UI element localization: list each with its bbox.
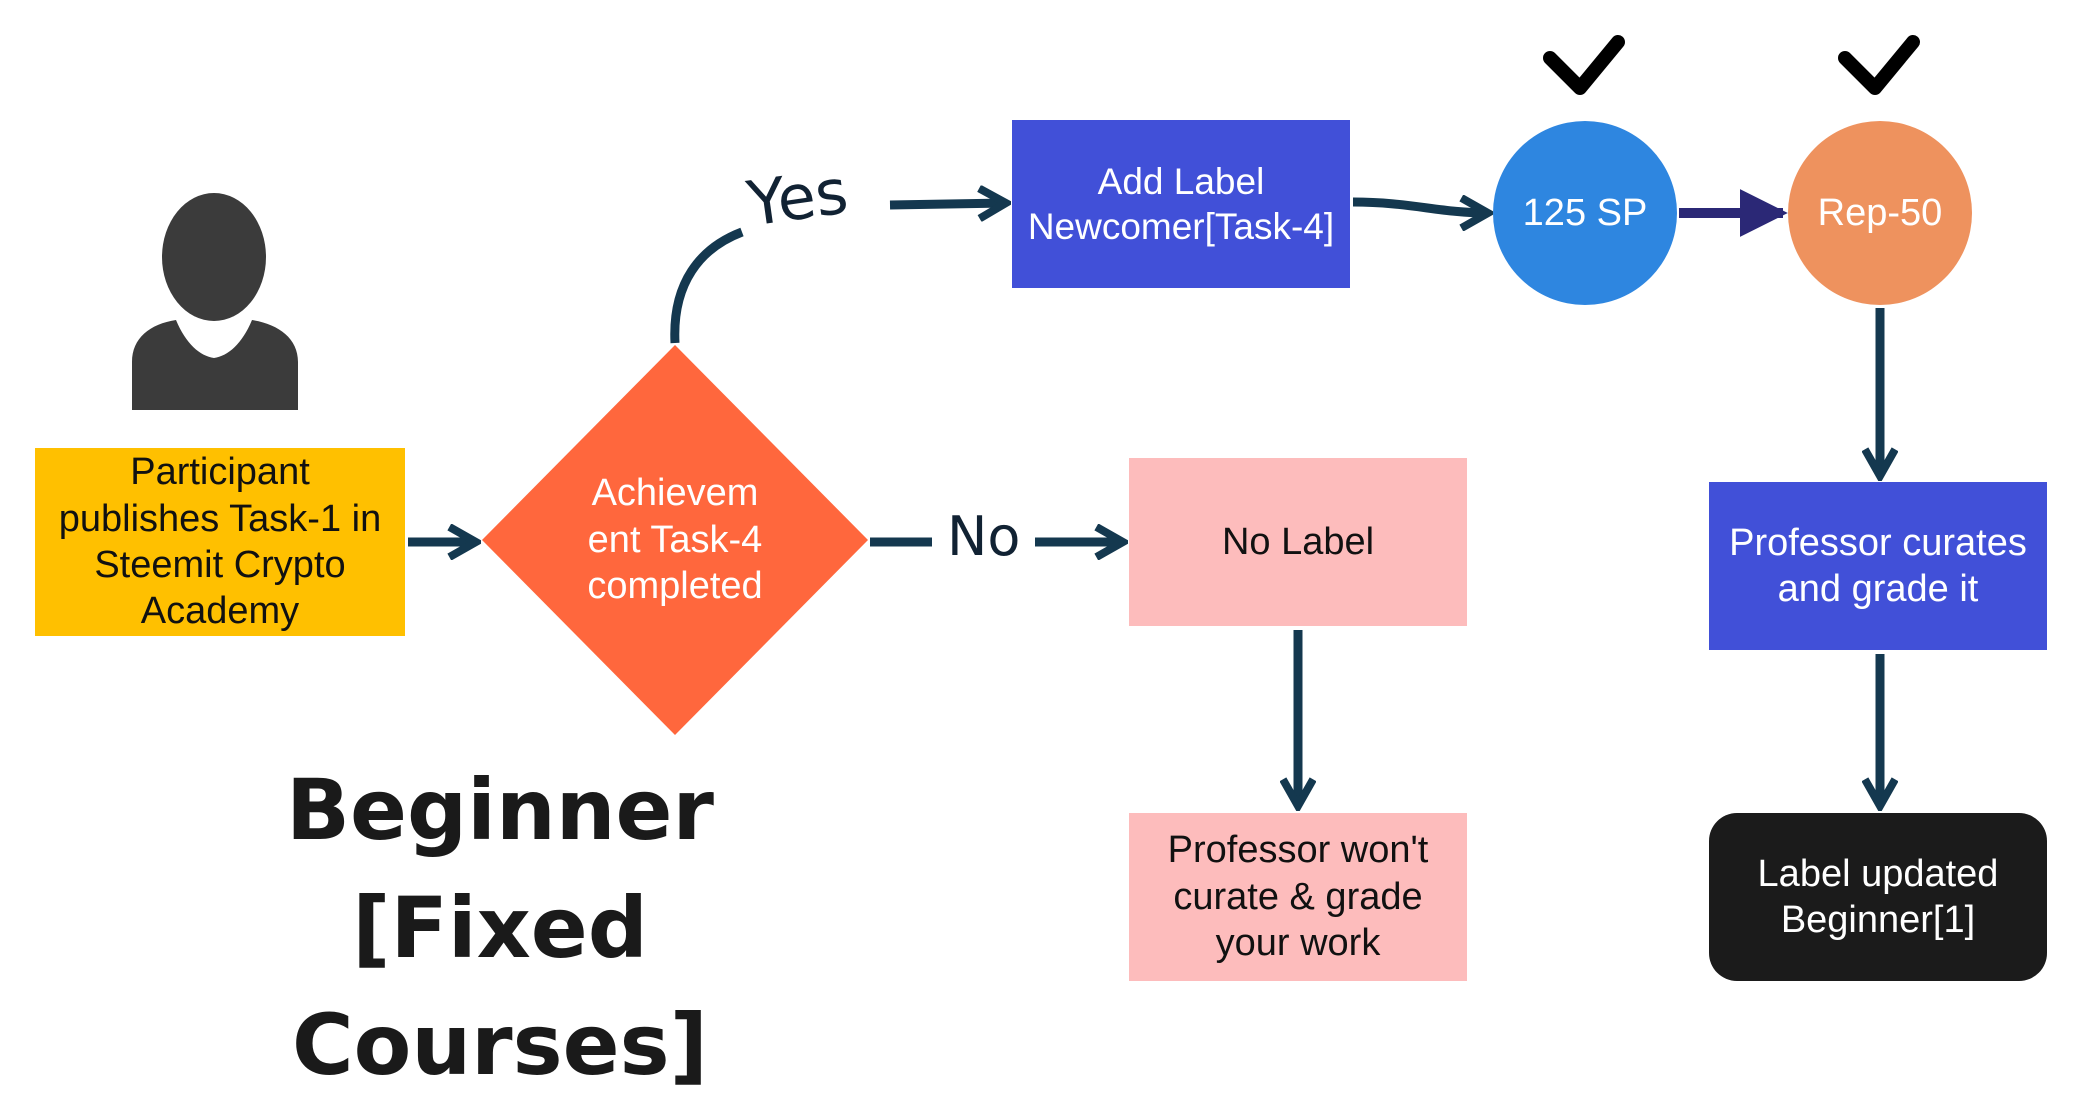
sp-node-label: 125 SP — [1522, 191, 1648, 234]
no-grade-line: curate & grade — [1173, 875, 1423, 918]
decision-diamond — [482, 345, 868, 735]
decision-line: completed — [587, 565, 763, 608]
participant-line: Participant — [130, 451, 310, 494]
participant-line: Academy — [140, 590, 300, 633]
decision-line: ent Task-4 — [587, 518, 763, 561]
title-line-2: [Fixed Courses] — [292, 878, 708, 1095]
participant-line: Steemit Crypto — [94, 544, 346, 586]
participant-box: Participant publishes Task-1 in Steemit … — [35, 448, 405, 636]
label-updated-line: Label updated — [1757, 852, 1999, 895]
add-label-line: Newcomer[Task-4] — [1027, 206, 1335, 247]
rep-circle — [1788, 121, 1972, 305]
arrows — [408, 202, 1880, 806]
no-label-box: No Label — [1129, 458, 1467, 626]
label-updated-line: Beginner[1] — [1780, 899, 1976, 941]
no-grade-line: Professor won't — [1167, 829, 1429, 872]
professor-grade-box: Professor curates and grade it — [1709, 482, 2047, 650]
no-grade-line: your work — [1215, 922, 1381, 965]
arrow-add-label-to-sp — [1352, 202, 1488, 213]
decision-line: Achievem — [591, 472, 759, 515]
no-edge-label: No — [947, 505, 1021, 568]
rep-node-label: Rep-50 — [1817, 191, 1943, 234]
no-grade-box: Professor won't curate & grade your work — [1129, 813, 1467, 981]
add-label-box: Add Label Newcomer[Task-4] — [1012, 120, 1350, 288]
arrow-yes-curve — [670, 227, 744, 344]
checkmark-icon — [1543, 35, 1625, 95]
title-line-1: Beginner — [286, 761, 714, 859]
sp-circle — [1493, 121, 1677, 305]
yes-edge-label: Yes — [742, 154, 853, 241]
participant-line: publishes Task-1 in — [58, 497, 382, 540]
add-label-line: Add Label — [1097, 160, 1265, 202]
label-updated-box: Label updated Beginner[1] — [1709, 813, 2047, 981]
person-silhouette-icon — [132, 193, 298, 410]
professor-grade-line: Professor curates — [1729, 521, 2027, 564]
checkmark-icon — [1838, 35, 1920, 95]
professor-grade-line: and grade it — [1777, 568, 1979, 610]
diagram-title: Beginner [Fixed Courses] — [150, 752, 850, 1105]
arrow-yes-to-add-label — [889, 203, 1006, 205]
decision-label: Achievem ent Task-4 completed — [540, 460, 810, 620]
